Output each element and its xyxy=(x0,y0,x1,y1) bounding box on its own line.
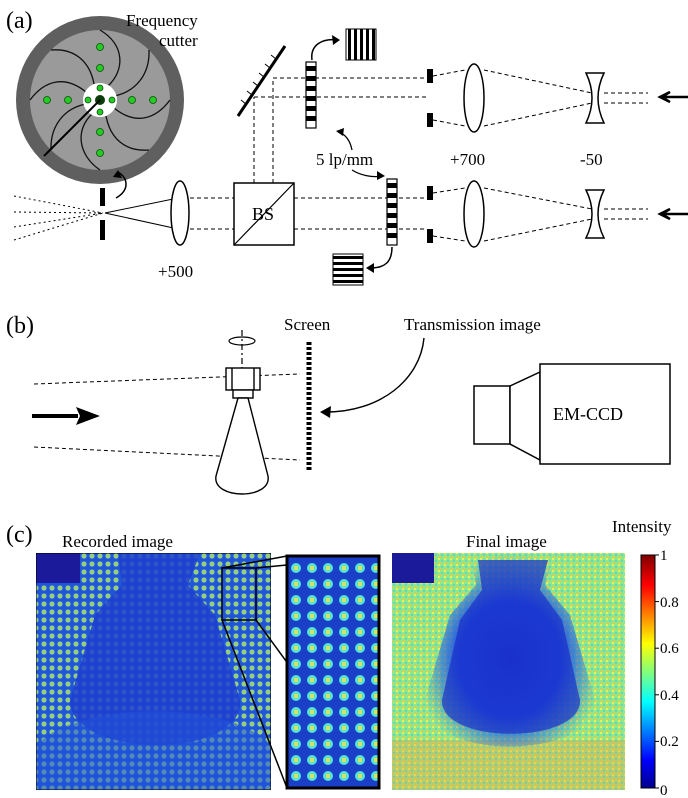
final-image-title: Final image xyxy=(466,532,547,551)
rays-to-lens-500 xyxy=(104,197,179,230)
transmission-arrow xyxy=(325,337,425,413)
lower-input-arrow xyxy=(657,207,688,221)
colorbar-tick-0.4: 0.4 xyxy=(660,688,679,704)
zoomed-inset xyxy=(285,554,381,790)
frequency-cutter-label-line1: Frequency xyxy=(126,11,198,30)
beamsplitter-label: BS xyxy=(252,204,274,224)
aperture-stop xyxy=(100,188,105,240)
upper-output-beam xyxy=(604,92,648,104)
cutter-pointer-arrow xyxy=(115,171,127,199)
frequency-cutter xyxy=(16,16,184,184)
recorded-image-title: Recorded image xyxy=(62,532,173,551)
lower-aperture xyxy=(427,186,433,243)
lens-plus-700-upper xyxy=(463,63,485,133)
lower-lens-rays xyxy=(432,187,593,242)
lower-beam xyxy=(294,197,427,230)
colorbar-ticks xyxy=(655,554,659,789)
cutter-handle xyxy=(43,99,101,157)
cutter-pointer-arrowhead xyxy=(113,170,122,178)
lower-grating xyxy=(386,178,398,246)
cutter-blades xyxy=(29,29,171,171)
beam-bs-to-mirror xyxy=(253,78,274,183)
panel-b-label: (b) xyxy=(6,313,34,339)
beam-to-bs xyxy=(190,197,234,230)
colorbar-title: Intensity xyxy=(612,517,672,536)
em-ccd-camera xyxy=(473,363,671,465)
sample-flask xyxy=(215,367,269,495)
transmission-arrowhead xyxy=(320,406,331,418)
lower-grating-arrowhead xyxy=(366,263,374,273)
grating-label-arrowhead-up xyxy=(336,128,344,136)
lens-plus-500-label: +500 xyxy=(158,262,193,281)
screen-label: Screen xyxy=(284,315,331,334)
lens-plus-700-lower xyxy=(463,180,485,248)
vertical-grating-pattern-icon xyxy=(345,28,377,61)
colorbar-tick-0.2: 0.2 xyxy=(660,734,679,750)
lens-plus-500 xyxy=(170,180,190,246)
probe-beam xyxy=(33,373,301,461)
mirror xyxy=(236,45,287,117)
transmission-image-label: Transmission image xyxy=(404,315,541,334)
probe-beam-arrowhead xyxy=(76,407,100,425)
colorbar xyxy=(640,554,656,789)
panel-a-label: (a) xyxy=(6,8,33,34)
recorded-image xyxy=(36,553,271,790)
colorbar-tick-0.6: 0.6 xyxy=(660,641,679,657)
input-diverging-rays xyxy=(13,195,104,241)
horizontal-grating-pattern-icon xyxy=(332,253,364,286)
colorbar-tick-1: 1 xyxy=(660,548,668,564)
upper-aperture xyxy=(427,69,433,127)
colorbar-tick-0.8: 0.8 xyxy=(660,595,679,611)
colorbar-tick-0: 0 xyxy=(660,783,668,798)
grating-label-arrowhead-down xyxy=(377,171,385,180)
upper-lens-rays xyxy=(432,69,593,127)
lens-plus-700-label: +700 xyxy=(450,150,485,169)
cutter-dots xyxy=(43,43,157,157)
grating-label: 5 lp/mm xyxy=(316,150,373,169)
lens-minus-50-lower xyxy=(584,189,606,239)
panel-c-label: (c) xyxy=(6,522,33,548)
rotation-arrow xyxy=(228,336,256,346)
camera-label: EM-CCD xyxy=(553,404,623,424)
upper-grating-arrowhead xyxy=(332,35,340,45)
lens-minus-50-label: -50 xyxy=(580,150,603,169)
upper-input-arrow xyxy=(657,90,688,104)
grating-label-arrow-up xyxy=(337,131,353,151)
upper-grating xyxy=(305,61,317,129)
lower-output-beam xyxy=(604,208,648,220)
upper-beam xyxy=(254,77,427,98)
lens-minus-50-upper xyxy=(584,72,606,124)
final-image xyxy=(392,553,625,790)
frequency-cutter-label-line2: cutter xyxy=(159,31,198,50)
beamsplitter xyxy=(233,182,295,246)
